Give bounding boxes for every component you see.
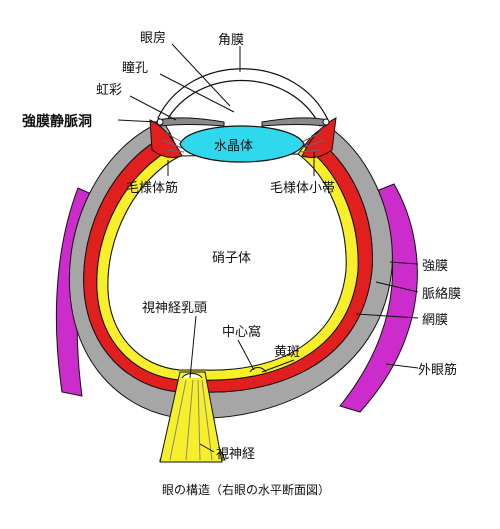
diagram-caption: 眼の構造（右眼の水平断面図） <box>162 482 330 497</box>
leader-lines <box>117 43 419 453</box>
label-retina: 網膜 <box>422 313 448 328</box>
label-macula: 黄斑 <box>274 345 300 360</box>
label-cornea: 角膜 <box>218 33 244 48</box>
zonule-fibers <box>161 131 325 153</box>
label-schlemm-canal: 強膜静脈洞 <box>22 113 92 130</box>
optic-nerve-fibers <box>169 379 213 461</box>
label-optic-nerve: 視神経 <box>216 447 255 462</box>
label-lens: 水晶体 <box>214 139 253 154</box>
label-zonule: 毛様体小帯 <box>270 181 335 196</box>
label-choroid: 脈絡膜 <box>422 286 461 302</box>
label-sclera: 強膜 <box>422 259 448 274</box>
iris-left <box>157 117 225 127</box>
label-fovea: 中心窩 <box>222 324 261 340</box>
label-pupil: 瞳孔 <box>122 61 148 76</box>
lens <box>179 125 305 163</box>
ciliary-body-right <box>301 117 337 159</box>
schlemm-canal-right <box>322 118 330 126</box>
label-ciliary-muscle: 毛様体筋 <box>126 180 178 196</box>
optic-nerve <box>159 371 223 463</box>
label-optic-disc: 視神経乳頭 <box>142 301 207 316</box>
vitreous-body <box>107 153 347 371</box>
label-anterior-chamber: 眼房 <box>140 30 166 46</box>
optic-disc-marker <box>181 373 203 379</box>
cornea <box>157 68 329 127</box>
label-iris: 虹彩 <box>96 83 122 98</box>
label-vitreous: 硝子体 <box>212 251 251 266</box>
label-extraocular-muscle: 外眼筋 <box>418 362 457 378</box>
iris-right <box>261 117 329 127</box>
ciliary-body-left <box>149 119 183 159</box>
